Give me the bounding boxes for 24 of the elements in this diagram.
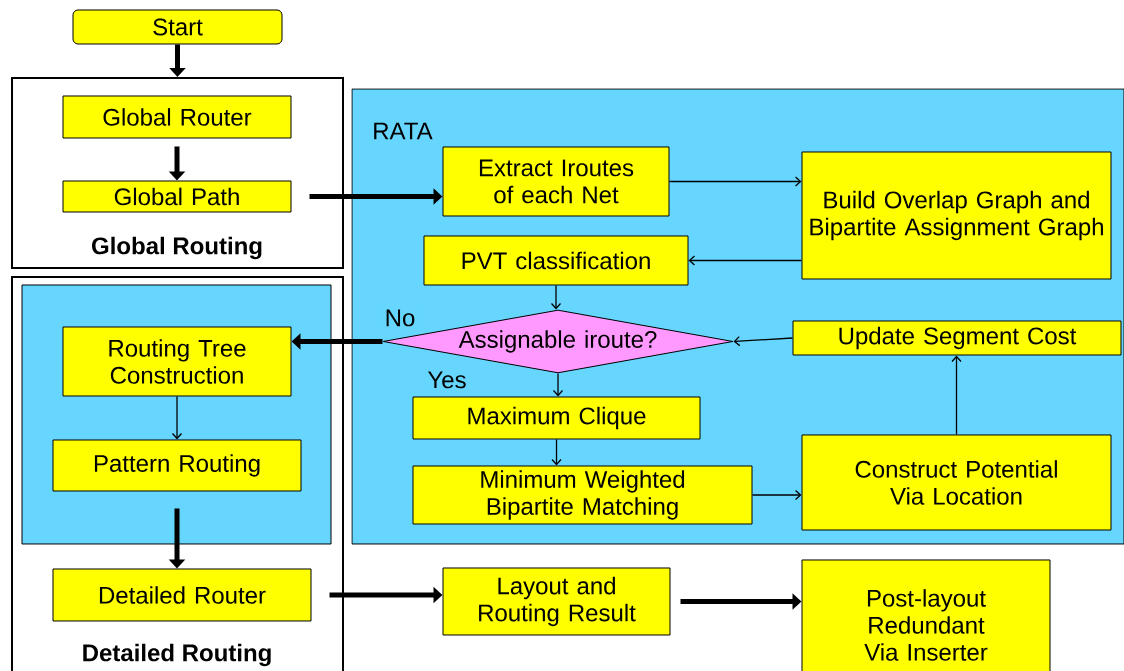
process-box: Extract Iroutes of each Net xyxy=(442,146,670,217)
process-box: Pattern Routing xyxy=(52,439,302,492)
arrow xyxy=(668,176,802,187)
process-box: Maximum Clique xyxy=(412,396,701,440)
arrow xyxy=(733,336,794,347)
process-box: Minimum Weighted Bipartite Matching xyxy=(412,465,753,525)
process-box: Routing Tree Construction xyxy=(62,326,292,397)
arrow xyxy=(551,438,562,466)
process-box: Update Segment Cost xyxy=(792,320,1122,356)
document-box: Global Path xyxy=(62,180,292,213)
arrow xyxy=(171,395,183,440)
process-box: Build Overlap Graph and Bipartite Assignment Graph xyxy=(801,151,1112,280)
process-box: PVT classification xyxy=(423,235,689,286)
process-box: Post-layout Redundant Via Inserter xyxy=(801,559,1051,671)
process-box: Global Router xyxy=(62,95,292,139)
document-box: Layout and Routing Result xyxy=(442,567,671,636)
arrow xyxy=(751,489,802,501)
arrow xyxy=(550,284,562,310)
process-box: Construct Potential Via Location xyxy=(801,434,1112,531)
terminal-box: Start xyxy=(72,9,283,45)
arrow xyxy=(552,372,564,397)
process-box: Detailed Router xyxy=(52,568,312,622)
arrow xyxy=(951,355,962,436)
arrow xyxy=(688,255,803,266)
